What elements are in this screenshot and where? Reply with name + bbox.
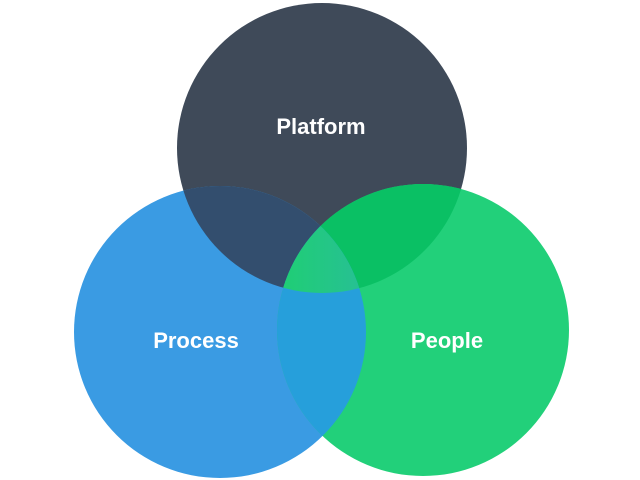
platform-people-overlap [277, 184, 467, 293]
platform-process-overlap [177, 186, 366, 293]
process-label: Process [153, 328, 239, 353]
platform-label: Platform [276, 114, 365, 139]
people-label: People [411, 328, 483, 353]
